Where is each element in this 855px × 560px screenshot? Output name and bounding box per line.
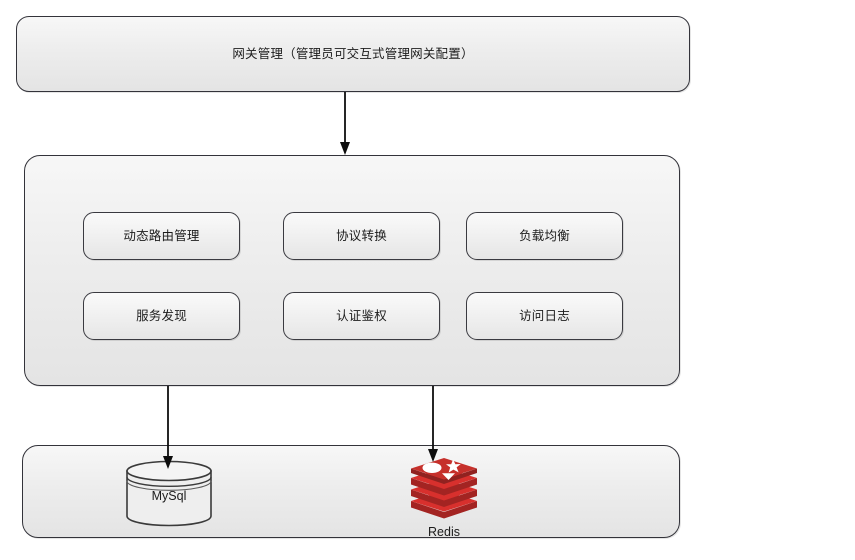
feature-label-dynamic-routing: 动态路由管理	[123, 228, 200, 243]
feature-box-load-balancing[interactable]: 负载均衡	[466, 212, 623, 260]
feature-label-load-balancing: 负载均衡	[519, 228, 570, 243]
feature-box-access-log[interactable]: 访问日志	[466, 292, 623, 340]
feature-label-access-log: 访问日志	[519, 308, 570, 323]
connector-admin-to-gateway	[340, 92, 350, 155]
redis-node[interactable]: Redis	[408, 456, 480, 539]
mysql-label: MySql	[151, 489, 187, 503]
admin-management-label: 网关管理（管理员可交互式管理网关配置）	[232, 46, 474, 61]
feature-label-authentication: 认证鉴权	[336, 308, 387, 323]
redis-label: Redis	[428, 525, 460, 539]
feature-box-authentication[interactable]: 认证鉴权	[283, 292, 440, 340]
feature-label-protocol-conversion: 协议转换	[336, 228, 387, 243]
feature-box-dynamic-routing[interactable]: 动态路由管理	[83, 212, 240, 260]
gateway-capabilities-container[interactable]: 动态路由管理 协议转换 负载均衡 服务发现 认证鉴权 访问日志	[24, 155, 680, 386]
admin-management-box[interactable]: 网关管理（管理员可交互式管理网关配置）	[16, 16, 690, 92]
redis-logo-icon	[411, 458, 477, 519]
feature-box-protocol-conversion[interactable]: 协议转换	[283, 212, 440, 260]
mysql-node[interactable]: MySql	[125, 460, 213, 527]
feature-box-service-discovery[interactable]: 服务发现	[83, 292, 240, 340]
feature-label-service-discovery: 服务发现	[136, 308, 187, 323]
storage-container[interactable]: MySql	[22, 445, 680, 539]
